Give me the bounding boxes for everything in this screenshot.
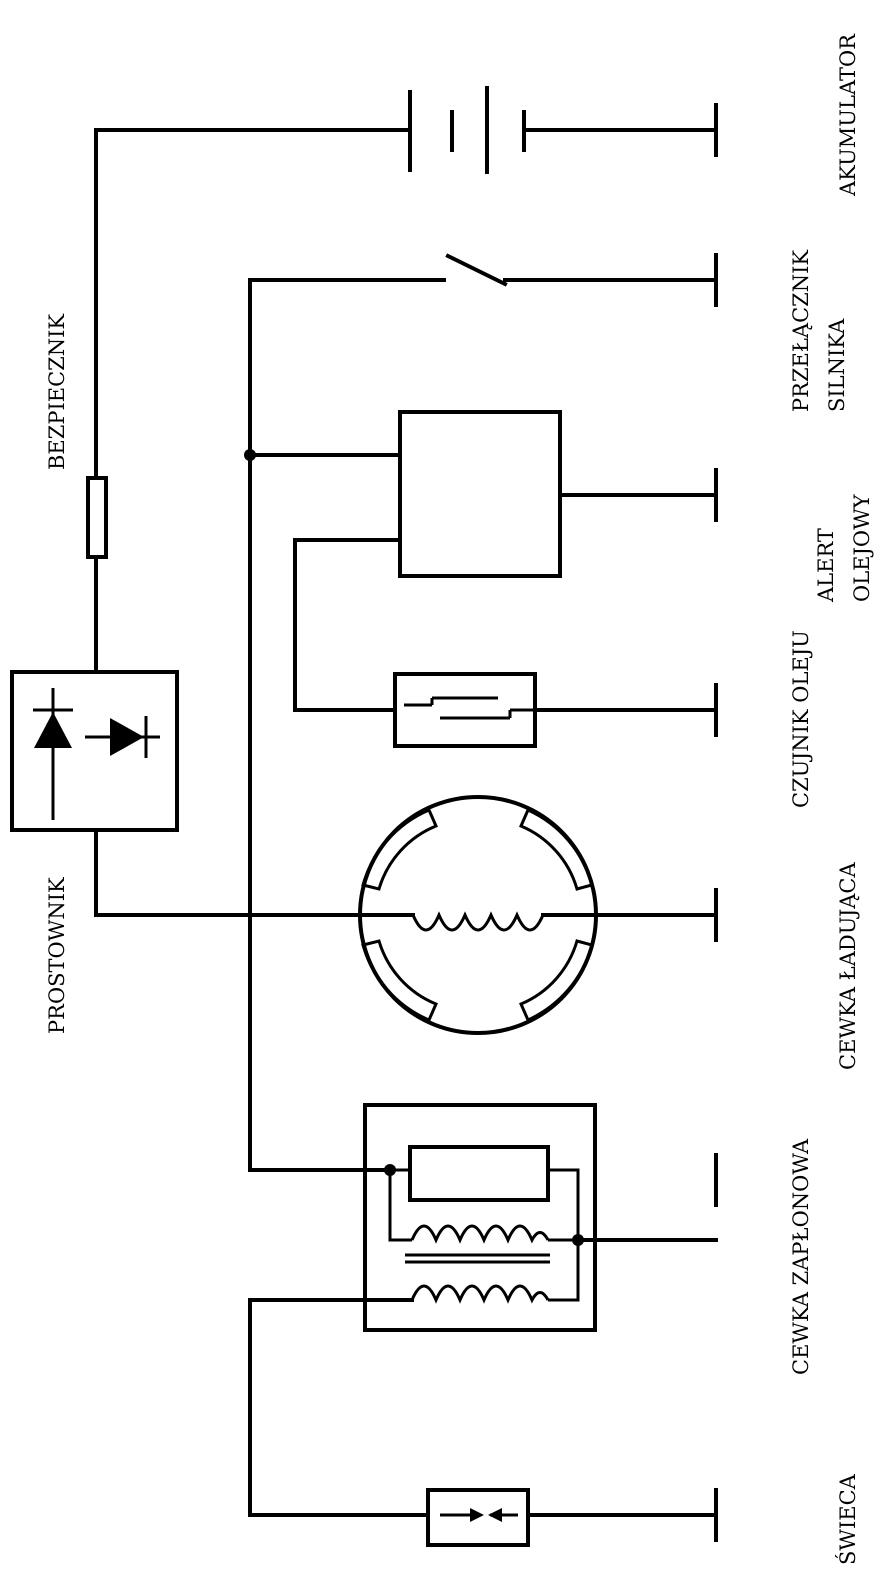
label-bezpiecznik: BEZPIECZNIK [45,314,69,470]
rectifier [10,670,179,832]
oil-alert-unit [248,410,718,712]
label-przelacznik-line2: SILNIKA [825,318,849,412]
junction-dot [572,1234,584,1246]
junction-dot [384,1164,396,1176]
diode-icon [33,688,73,820]
wire-bus [248,453,392,1172]
spark-plug [426,1488,718,1547]
label-przelacznik-line1: PRZEŁĄCZNIK [789,250,813,412]
wire-coil-to-plug [248,1298,430,1517]
label-prostownik: PROSTOWNIK [45,877,69,1034]
wire-rectifier-to-coil [94,828,415,917]
label-alert-line2: OLEJOWY [850,493,874,602]
ignition-coil [363,1103,718,1332]
label-cewka-ladujaca: CEWKA ŁADUJĄCA [836,862,860,1070]
engine-switch [248,253,718,457]
label-akumulator: AKUMULATOR [836,33,860,197]
label-czujnik-oleju: CZUJNIK OLEJU [789,630,813,808]
oil-sensor [393,672,718,748]
label-alert-line1: ALERT [814,528,838,603]
label-cewka-zaplonowa: CEWKA ZAPŁONOWA [789,1138,813,1375]
diode-icon [85,716,160,758]
wire-fuse-to-battery [94,128,410,480]
battery [408,86,718,174]
label-swieca: ŚWIECA [835,1473,860,1565]
fuse [86,476,108,559]
